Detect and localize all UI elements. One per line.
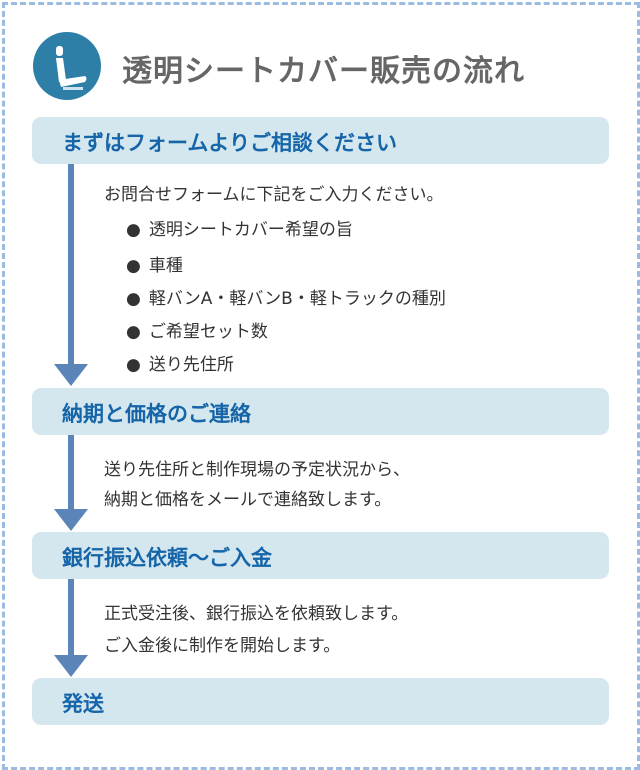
step-label: 銀行振込依頼〜ご入金 <box>62 546 272 570</box>
flow-line <box>68 579 74 657</box>
list-item: 車種 <box>126 251 183 276</box>
arrow-down-icon <box>54 655 88 677</box>
step-text: 送り先住所と制作現場の予定状況から、 <box>104 460 410 480</box>
arrow-down-icon <box>54 509 88 531</box>
list-item: 送り先住所 <box>126 350 234 375</box>
flow-line <box>68 164 74 366</box>
step-text: ご入金後に制作を開始します。 <box>104 636 341 656</box>
step-consult: まずはフォームよりご相談ください <box>32 117 609 164</box>
step-text: 納期と価格をメールで連絡致します。 <box>104 490 392 510</box>
step-text: お問合せフォームに下記をご入力ください。 <box>104 185 444 205</box>
step-payment: 銀行振込依頼〜ご入金 <box>32 532 609 579</box>
flow-line <box>68 435 74 511</box>
step-label: まずはフォームよりご相談ください <box>62 131 397 155</box>
list-item: 透明シートカバー希望の旨 <box>126 215 353 240</box>
arrow-down-icon <box>54 364 88 386</box>
car-seat-icon <box>33 32 101 100</box>
step-shipping: 発送 <box>32 678 609 725</box>
page-title: 透明シートカバー販売の流れ <box>122 54 525 89</box>
list-item: ご希望セット数 <box>126 317 268 342</box>
step-text: 正式受注後、銀行振込を依頼致します。 <box>104 604 409 624</box>
step-label: 納期と価格のご連絡 <box>62 402 251 426</box>
list-item: 軽バンA・軽バンB・軽トラックの種別 <box>126 284 446 309</box>
step-quote: 納期と価格のご連絡 <box>32 388 609 435</box>
step-label: 発送 <box>62 692 104 716</box>
